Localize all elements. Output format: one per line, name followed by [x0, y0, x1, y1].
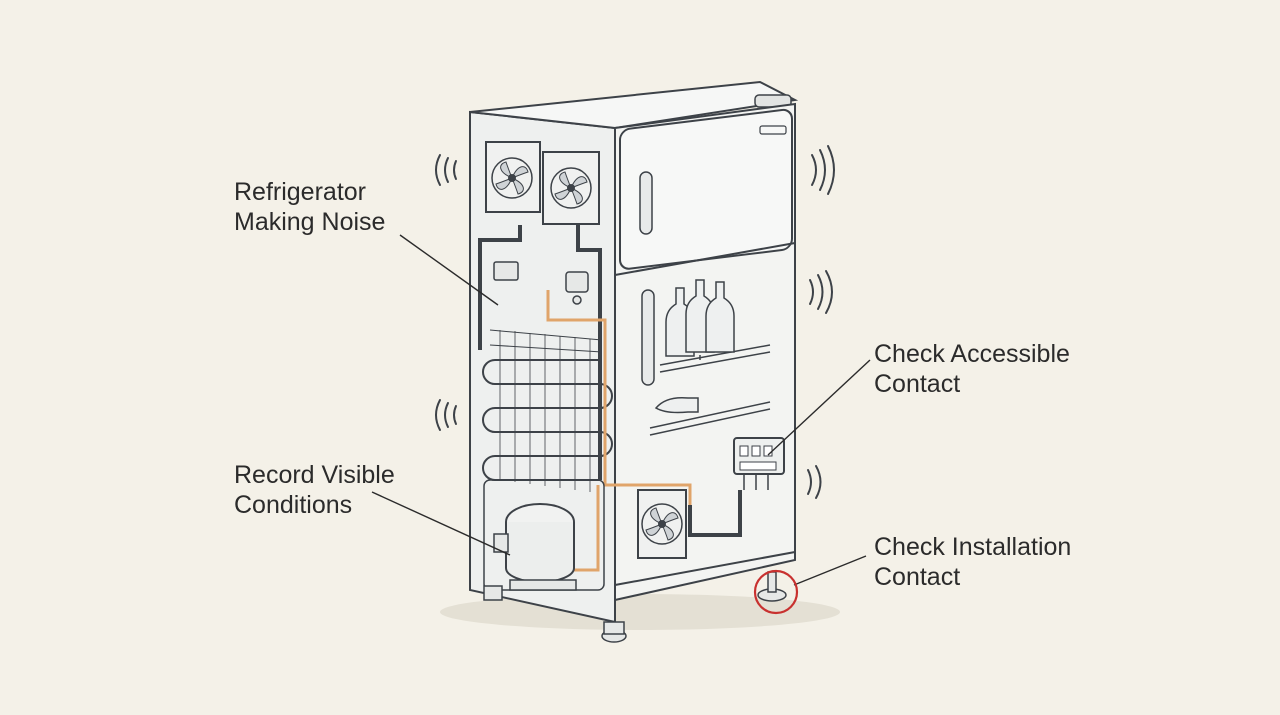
callout-check-accessible-contact: Check Accessible Contact	[874, 339, 1070, 399]
valves	[493, 261, 589, 305]
installation-highlight-circle	[753, 569, 799, 615]
callout-record-visible-conditions: Record Visible Conditions	[234, 460, 395, 520]
callout-line: Contact	[874, 563, 961, 591]
callout-line: Conditions	[234, 491, 353, 519]
leader-lines	[371, 234, 871, 586]
callout-line: Contact	[874, 370, 961, 398]
fridge-shelves	[649, 344, 771, 436]
callout-line: Record Visible	[234, 461, 395, 489]
leader-noise	[399, 234, 499, 306]
lower-fan	[637, 489, 687, 559]
contact-terminal	[733, 437, 785, 490]
callout-line: Check Accessible	[874, 340, 1070, 368]
leader-installation	[793, 555, 867, 586]
callout-line: Refrigerator	[234, 178, 366, 206]
bottles	[654, 279, 735, 414]
condenser-coils	[482, 329, 613, 492]
feet	[483, 571, 787, 643]
callout-line: Check Installation	[874, 533, 1072, 561]
compressor	[483, 479, 605, 591]
freezer-handle	[639, 171, 653, 235]
callout-refrigerator-making-noise: Refrigerator Making Noise	[234, 177, 385, 237]
leader-accessible	[767, 359, 871, 456]
vibration-marks	[435, 145, 835, 499]
refrigerator-front	[614, 102, 796, 602]
brand-badge	[759, 125, 787, 135]
callout-line: Making Noise	[234, 208, 386, 236]
callout-check-installation-contact: Check Installation Contact	[874, 532, 1071, 592]
leader-visible	[371, 491, 511, 556]
fridge-handle	[641, 289, 655, 386]
pipes	[478, 225, 742, 572]
top-fans	[485, 141, 600, 225]
